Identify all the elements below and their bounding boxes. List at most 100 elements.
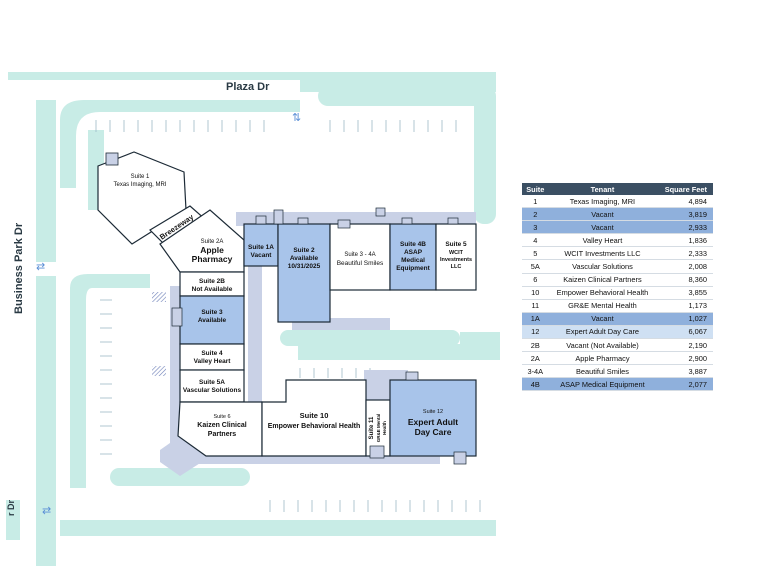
suite-4-shape	[179, 343, 245, 371]
legend-cell-tenant: Beautiful Smiles	[548, 364, 657, 379]
suite-4b-tenant-line1: ASAP	[404, 249, 423, 256]
suite-12-number: Suite 12	[423, 409, 443, 415]
arrow-left-right-icon: ⇄	[36, 260, 45, 273]
traffic-arrows: ⇅ ⇄ ⇄	[36, 111, 301, 517]
legend-cell-square-feet: 1,027	[656, 312, 713, 326]
legend-cell-square-feet: 2,008	[656, 259, 713, 274]
legend-cell-suite: 1	[522, 195, 549, 209]
legend-cell-square-feet: 2,190	[656, 338, 713, 353]
legend-cell-square-feet: 6,067	[656, 325, 713, 340]
suite-1-entry	[105, 152, 119, 166]
suite-5-tenant-line3: LLC	[451, 264, 462, 270]
suite-5a-shape	[179, 369, 245, 403]
suite-12-tenant-line2: Day Care	[415, 427, 452, 437]
legend-cell-tenant: GR&E Mental Health	[548, 299, 657, 313]
suite-6-tenant-line2: Partners	[208, 431, 237, 438]
suite-5a-number: Suite 5A	[199, 379, 225, 386]
suite-11-number: Suite 11	[369, 416, 375, 439]
suite-5-tenant-line1: WCIT	[449, 250, 464, 256]
suite-4-number: Suite 4	[201, 350, 223, 357]
suite-3-number: Suite 3	[201, 309, 223, 316]
legend-cell-square-feet: 2,077	[656, 377, 713, 392]
road-label-plaza-dr: Plaza Dr	[226, 81, 270, 93]
road-label-fragment: r Dr	[6, 499, 16, 516]
suite-4b-tenant-line3: Equipment	[396, 265, 430, 272]
suite-2a-tenant-line2: Pharmacy	[192, 254, 233, 264]
legend-cell-suite: 1A	[522, 312, 549, 326]
parking-stalls	[95, 120, 481, 512]
legend-cell-square-feet: 2,900	[656, 351, 713, 366]
suite-2a-tenant-line1: Apple	[200, 245, 224, 255]
legend-cell-suite: 4	[522, 233, 549, 248]
legend-cell-square-feet: 8,360	[656, 273, 713, 287]
suite-3-4a-tenant: Beautiful Smiles	[337, 260, 384, 267]
arrow-up-down-icon: ⇅	[292, 111, 301, 124]
suite-3-status: Available	[198, 317, 227, 324]
legend-cell-tenant: WCIT Investments LLC	[548, 246, 657, 261]
suite-4b-tenant-line2: Medical	[401, 257, 425, 264]
suite-6-number: Suite 6	[213, 414, 230, 420]
suite-3-shape	[179, 295, 245, 345]
suite-1a-shape	[243, 223, 279, 267]
entry-markers	[255, 207, 459, 229]
suite-2-shape	[277, 223, 331, 323]
suite-5-tenant-line2: Investments	[440, 257, 472, 263]
suite-3-entry	[171, 307, 183, 327]
legend-cell-tenant: ASAP Medical Equipment	[548, 377, 657, 392]
legend-cell-suite: 5	[522, 246, 549, 261]
legend-cell-suite: 5A	[522, 259, 549, 274]
suite-10-number: Suite 10	[300, 411, 329, 420]
suite-12-entry	[453, 451, 467, 465]
road-label-business-park-dr: Business Park Dr	[13, 222, 25, 314]
suite-11-entry	[369, 445, 385, 459]
suite-4b-shape	[389, 223, 437, 291]
suite-2-number: Suite 2	[293, 247, 315, 254]
suite-1-number: Suite 1	[131, 174, 150, 180]
suite-3-4a-number: Suite 3 - 4A	[344, 252, 375, 258]
suite-3-4a-shape	[329, 223, 391, 291]
suite-labels: Suite 1 Texas Imaging, MRI Suite 2A Appl…	[113, 174, 472, 442]
legend-cell-tenant: Kaizen Clinical Partners	[548, 273, 657, 287]
hatched-pad-lower	[152, 366, 166, 376]
suite-1a-status: Vacant	[251, 252, 273, 259]
suite-12-top-entry	[405, 371, 419, 381]
arrow-left-right-icon: ⇄	[42, 504, 51, 517]
legend-header-square-feet: Square Feet	[656, 183, 713, 195]
legend-cell-suite: 11	[522, 299, 549, 313]
legend-cell-square-feet: 4,894	[656, 195, 713, 209]
legend-cell-suite: 10	[522, 286, 549, 300]
legend-cell-suite: 2	[522, 207, 549, 222]
suite-4-tenant: Valley Heart	[194, 358, 232, 365]
legend-cell-square-feet: 2,333	[656, 246, 713, 261]
legend-cell-square-feet: 3,819	[656, 207, 713, 222]
legend-header-suite: Suite	[522, 183, 549, 195]
hatched-pad-upper	[152, 292, 166, 302]
legend-cell-square-feet: 3,855	[656, 286, 713, 300]
suite-2b-number: Suite 2B	[199, 278, 225, 285]
legend-cell-suite: 2A	[522, 351, 549, 366]
suite-4b-number: Suite 4B	[400, 241, 426, 248]
legend-cell-square-feet: 1,173	[656, 299, 713, 313]
suite-2-status: Available	[290, 255, 319, 262]
suite-6-shape	[177, 401, 263, 457]
legend-cell-tenant: Vacant (Not Available)	[548, 338, 657, 353]
suite-2b-status: Not Available	[192, 286, 233, 293]
legend-cell-suite: 2B	[522, 338, 549, 353]
suite-5a-tenant: Vascular Solutions	[183, 387, 242, 394]
legend-cell-tenant: Vacant	[548, 312, 657, 326]
legend-cell-tenant: Valley Heart	[548, 233, 657, 248]
legend-header-row: Suite Tenant Square Feet	[522, 183, 713, 195]
suite-10-shape	[261, 379, 367, 457]
legend-cell-suite: 4B	[522, 377, 549, 392]
